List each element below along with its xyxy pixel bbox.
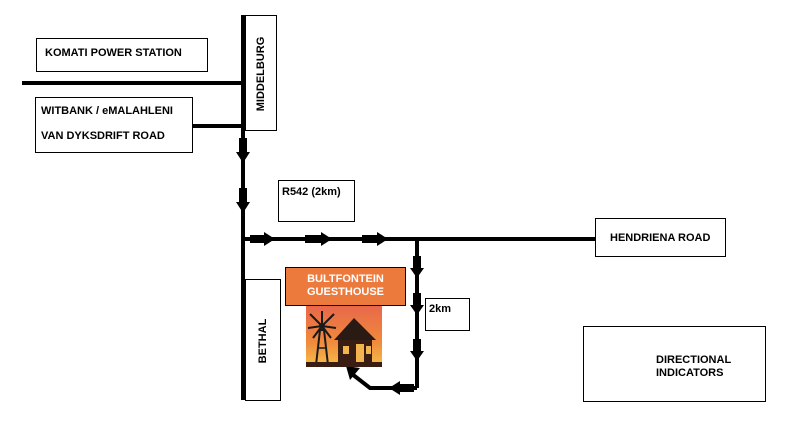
middelburg-label: MIDDELBURG [245, 15, 277, 131]
windmill-farmhouse-icon [306, 305, 382, 367]
r542-label: R542 (2km) [278, 180, 355, 222]
arrow-left-icon [389, 381, 414, 395]
guesthouse-name-line2: GUESTHOUSE [306, 286, 384, 298]
arrow-down-icon [236, 188, 250, 213]
legend-line1: DIRECTIONAL [656, 354, 732, 366]
distance-2km-text: 2km [429, 303, 452, 315]
van-dyksdrift-text: VAN DYKSDRIFT ROAD [41, 130, 165, 142]
legend-line2: INDICATORS [656, 367, 724, 379]
bultfontein-guesthouse-label: BULTFONTEIN GUESTHOUSE [285, 267, 406, 306]
distance-2km-label: 2km [425, 298, 470, 331]
arrow-right-icon [250, 232, 275, 246]
komati-power-station-label: KOMATI POWER STATION [36, 38, 208, 72]
arrow-down-icon [410, 293, 424, 315]
arrow-down-icon [236, 138, 250, 163]
arrow-right-icon [305, 232, 332, 246]
komati-text: KOMATI POWER STATION [45, 47, 182, 59]
arrow-right-icon [362, 232, 388, 246]
legend-box: DIRECTIONAL INDICATORS [583, 326, 766, 402]
arrow-up-left-icon [346, 366, 360, 380]
legend-text: DIRECTIONAL INDICATORS [656, 354, 731, 380]
arrow-down-icon [410, 339, 424, 361]
middelburg-text: MIDDELBURG [255, 36, 267, 112]
witbank-van-dyksdrift-label: WITBANK / eMALAHLENI VAN DYKSDRIFT ROAD [35, 97, 193, 153]
bethal-label: BETHAL [245, 279, 281, 401]
witbank-text: WITBANK / eMALAHLENI [41, 105, 173, 117]
arrow-down-icon [410, 256, 424, 278]
bethal-text: BETHAL [257, 318, 269, 364]
hendriena-road-label: HENDRIENA ROAD [595, 218, 726, 257]
guesthouse-name-line1: BULTFONTEIN [307, 273, 384, 285]
r542-text: R542 (2km) [282, 186, 341, 198]
hendriena-text: HENDRIENA ROAD [610, 232, 711, 244]
